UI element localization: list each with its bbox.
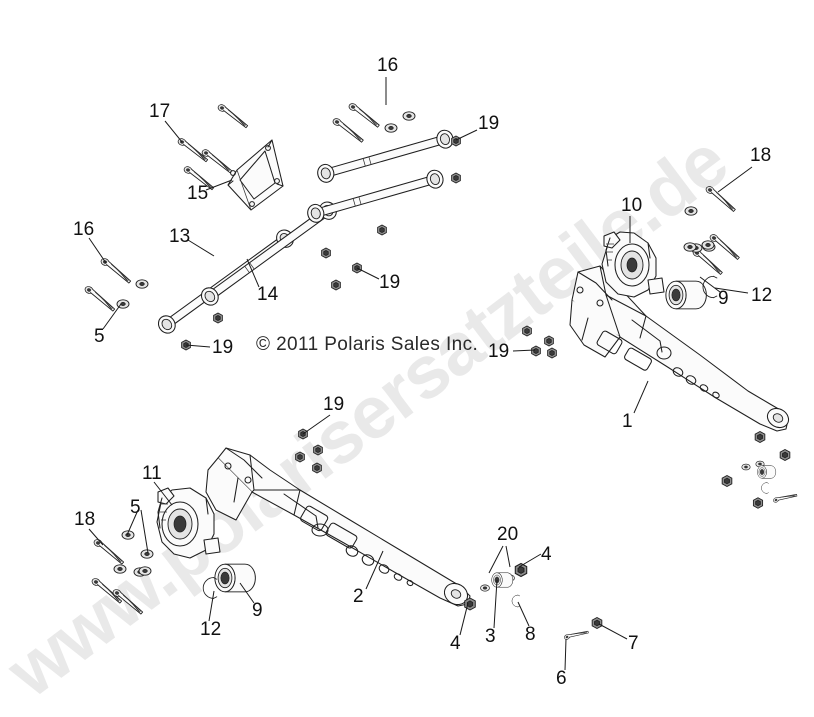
callout-9a[interactable]: 9 xyxy=(718,288,729,309)
leader-line-4b xyxy=(459,602,469,636)
leader-line-18b xyxy=(88,528,104,546)
callout-1[interactable]: 1 xyxy=(622,411,633,432)
callout-12b[interactable]: 12 xyxy=(200,619,222,640)
leader-line-1 xyxy=(633,380,649,414)
part-18-bolts-right xyxy=(683,184,745,276)
callout-2[interactable]: 2 xyxy=(353,586,364,607)
callout-16b[interactable]: 16 xyxy=(73,219,95,240)
leader-line-19a xyxy=(455,129,478,141)
leader-line-20a xyxy=(488,545,504,574)
leader-line-9b xyxy=(239,582,255,604)
leader-line-19e xyxy=(512,349,536,352)
callout-19e[interactable]: 19 xyxy=(488,341,510,362)
callout-20[interactable]: 20 xyxy=(497,524,519,545)
part-2-trailing-arm xyxy=(205,447,471,607)
leader-line-20b xyxy=(505,545,511,568)
callout-19a[interactable]: 19 xyxy=(478,113,500,134)
callout-3[interactable]: 3 xyxy=(485,626,496,647)
right-hardware-cluster xyxy=(721,431,798,509)
callout-15[interactable]: 15 xyxy=(187,183,209,204)
leader-line-12b xyxy=(208,590,215,622)
callout-5a[interactable]: 5 xyxy=(94,326,105,347)
callout-4a[interactable]: 4 xyxy=(541,544,552,565)
leader-line-13 xyxy=(187,239,215,257)
leader-line-16b xyxy=(88,237,107,264)
part-11-hub-carrier xyxy=(156,487,221,559)
part-16-bolts-left xyxy=(80,256,149,312)
leader-line-6 xyxy=(564,638,567,671)
leader-line-5b xyxy=(126,509,139,536)
leader-line-4a xyxy=(518,553,542,568)
callout-19c[interactable]: 19 xyxy=(212,337,234,358)
callout-7[interactable]: 7 xyxy=(628,633,639,654)
leader-line-12a xyxy=(714,287,749,294)
callout-17[interactable]: 17 xyxy=(149,101,171,122)
callout-5b[interactable]: 5 xyxy=(130,497,141,518)
callout-18a[interactable]: 18 xyxy=(750,145,772,166)
leader-line-8 xyxy=(517,601,530,627)
callout-19d[interactable]: 19 xyxy=(323,394,345,415)
part-15-bracket xyxy=(227,139,284,211)
leader-line-11 xyxy=(153,481,173,506)
leader-line-19b xyxy=(356,267,380,280)
callout-18b[interactable]: 18 xyxy=(74,509,96,530)
leader-line-17 xyxy=(164,120,183,143)
part-9-bearing-left xyxy=(214,563,256,593)
leader-lines xyxy=(88,77,753,671)
callout-10[interactable]: 10 xyxy=(621,195,643,216)
part-9-bearing-right xyxy=(665,280,707,310)
copyright-notice: © 2011 Polaris Sales Inc. xyxy=(256,334,479,355)
callout-14[interactable]: 14 xyxy=(257,284,279,305)
leader-line-19c xyxy=(185,344,211,348)
leader-line-19d xyxy=(302,414,331,435)
part-18-bolts-left xyxy=(87,530,154,615)
part-1-trailing-arm xyxy=(569,265,790,432)
leader-line-5b2 xyxy=(140,509,149,554)
leader-line-7 xyxy=(598,623,628,640)
callout-8[interactable]: 8 xyxy=(525,624,536,645)
part-16-bolts-upper xyxy=(329,101,416,143)
part-upper-radius-rods xyxy=(307,129,454,223)
part-10-caliper xyxy=(601,231,665,298)
leader-line-14 xyxy=(246,258,260,288)
callout-9b[interactable]: 9 xyxy=(252,600,263,621)
callout-4b[interactable]: 4 xyxy=(450,633,461,654)
leader-line-3 xyxy=(493,579,498,629)
leader-line-9a xyxy=(699,276,721,293)
callout-13[interactable]: 13 xyxy=(169,226,191,247)
callout-6[interactable]: 6 xyxy=(556,668,567,689)
leader-line-5a xyxy=(102,303,122,330)
callout-16a[interactable]: 16 xyxy=(377,55,399,76)
leader-line-18a xyxy=(717,166,753,193)
callout-11[interactable]: 11 xyxy=(142,463,162,484)
callout-19b[interactable]: 19 xyxy=(379,272,401,293)
leader-line-15 xyxy=(205,179,233,191)
leader-line-2 xyxy=(365,550,384,590)
callout-12a[interactable]: 12 xyxy=(751,285,773,306)
